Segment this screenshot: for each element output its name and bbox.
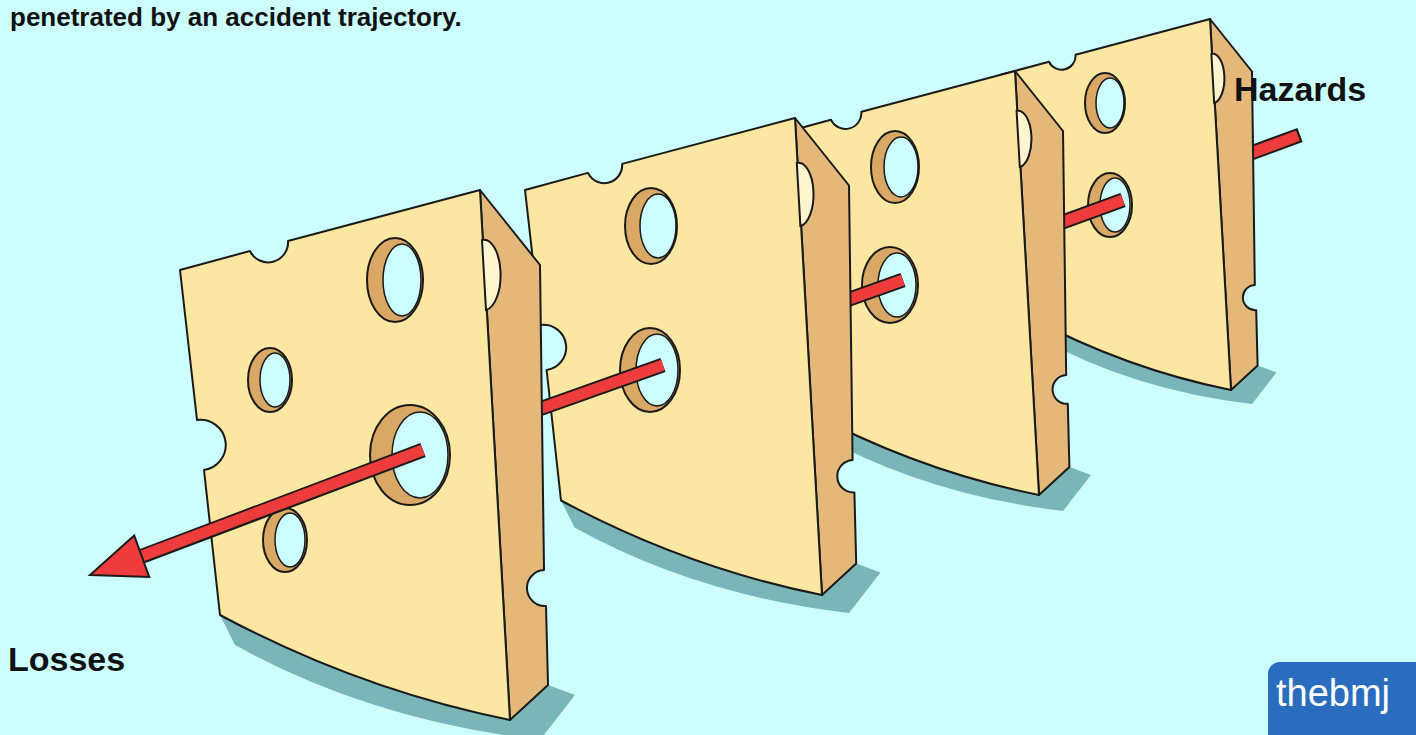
- label-holder: Losses: [8, 640, 125, 679]
- hazards-label: Hazards: [1234, 70, 1366, 109]
- cheese-slice: [525, 118, 881, 613]
- label-holder: Hazards: [1234, 70, 1366, 109]
- trajectory-arrow: [90, 450, 423, 577]
- label-holder: penetrated by an accident trajectory.: [10, 2, 462, 33]
- logo-badge: thebmj: [1268, 662, 1416, 735]
- logo-text: thebmj: [1276, 672, 1390, 715]
- losses-label: Losses: [8, 640, 125, 679]
- heading-text: penetrated by an accident trajectory.: [10, 2, 462, 33]
